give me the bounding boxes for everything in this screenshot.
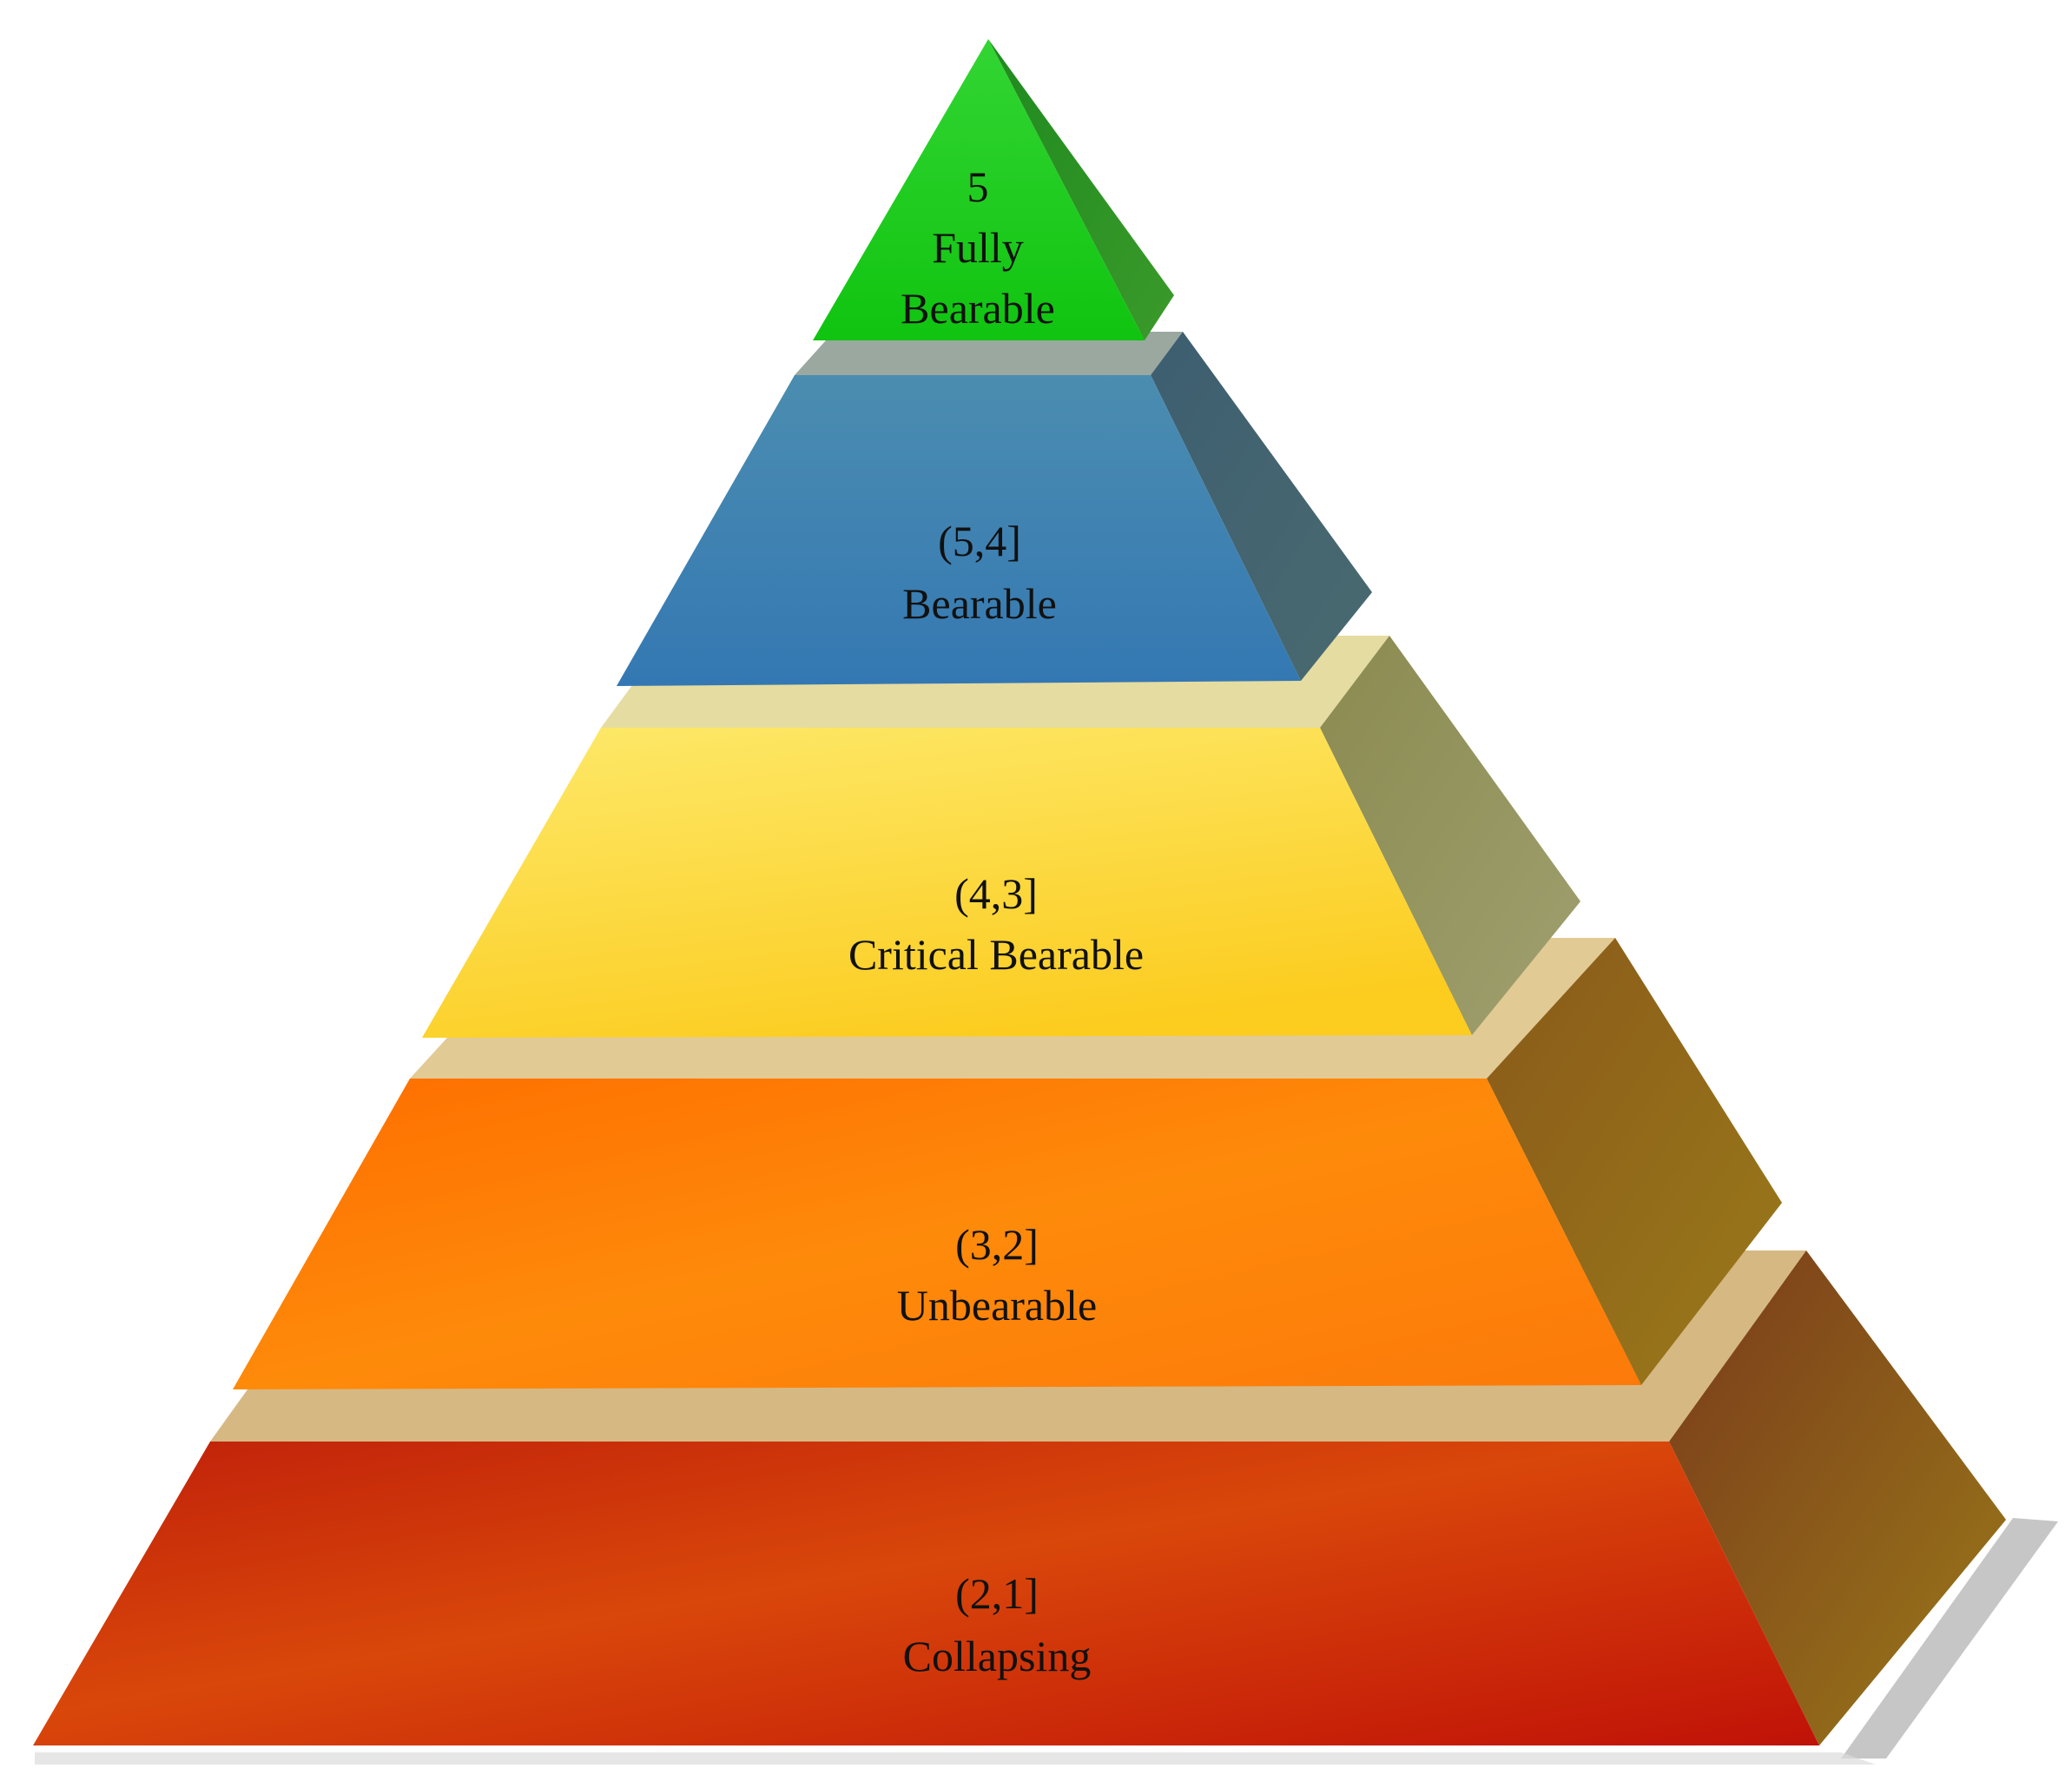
- tier-fully-bearable-range: 5: [967, 162, 989, 211]
- tier-fully-bearable-side: [988, 39, 1174, 340]
- tier-critical-bearable-label: Critical Bearable: [848, 930, 1144, 979]
- tier-fully-bearable: [813, 39, 1174, 340]
- tier-unbearable-side: [1487, 938, 1782, 1385]
- tier-bearable-label: Bearable: [902, 579, 1057, 628]
- tier-bearable: [617, 332, 1372, 686]
- tier-collapsing-front: [33, 1442, 1819, 1745]
- tier-fully-bearable-label-line2: Bearable: [901, 284, 1055, 333]
- tier-collapsing-range: (2,1]: [955, 1569, 1039, 1618]
- tier-bearable-front: [617, 375, 1301, 686]
- tier-bearable-range: (5,4]: [938, 517, 1021, 565]
- tier-bearable-side: [1151, 332, 1372, 681]
- tier-unbearable-range: (3,2]: [955, 1220, 1039, 1269]
- pyramid-shadow-base: [35, 1752, 1876, 1765]
- pyramid-shadow: [1841, 1518, 2058, 1759]
- tier-fully-bearable-label-line1: Fully: [932, 223, 1024, 272]
- tier-critical-bearable-side: [1320, 636, 1580, 1035]
- tier-unbearable-label: Unbearable: [897, 1281, 1097, 1330]
- tier-critical-bearable-range: (4,3]: [954, 869, 1038, 918]
- tier-collapsing-side: [1669, 1250, 2006, 1745]
- tier-collapsing-label: Collapsing: [903, 1632, 1092, 1680]
- tier-bearable-top: [795, 332, 1183, 375]
- tier-fully-bearable-front: [813, 39, 1145, 340]
- tier-critical-bearable-front: [422, 728, 1472, 1038]
- tier-unbearable-front: [233, 1079, 1641, 1389]
